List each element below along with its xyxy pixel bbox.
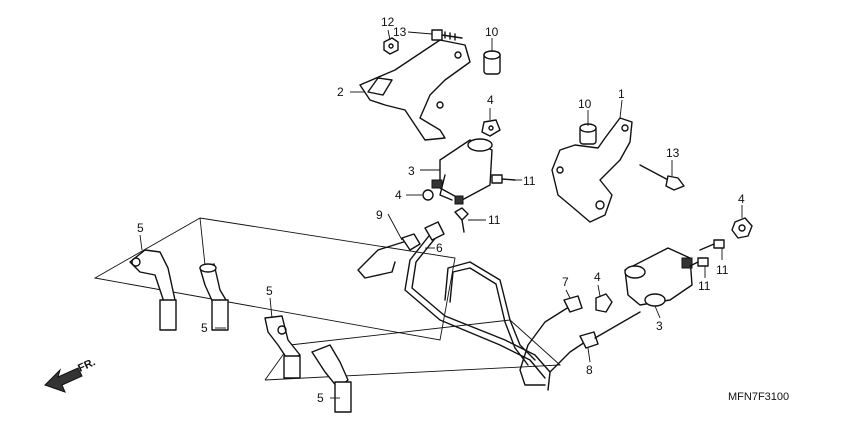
clip-4-mid — [422, 189, 434, 201]
cord-loop — [444, 261, 536, 366]
callout-labels: 12 13 10 2 4 3 4 9 11 11 1 10 13 4 11 11… — [137, 15, 745, 405]
callout-4-upper: 4 — [487, 93, 494, 107]
callout-3-lower: 3 — [656, 319, 663, 333]
upper-bracket — [359, 39, 471, 141]
front-direction-label: FR. — [76, 356, 97, 374]
plug-cap-a — [129, 249, 177, 331]
screw-11-d — [689, 257, 709, 267]
bolt-13-upper — [431, 29, 463, 41]
clip-4-upper — [481, 119, 501, 137]
callout-5-d: 5 — [317, 391, 324, 405]
screw-11-b — [454, 207, 469, 233]
callout-13-upper: 13 — [393, 25, 407, 39]
callout-10-upper: 10 — [485, 25, 499, 39]
callout-5-b: 5 — [201, 321, 208, 335]
callout-leaders — [139, 29, 743, 399]
callout-1: 1 — [618, 87, 625, 101]
right-bracket — [551, 117, 633, 223]
cord-9 — [357, 233, 421, 279]
bolt-13-right — [639, 164, 685, 191]
cord-8 — [547, 311, 641, 391]
callout-10-right: 10 — [578, 97, 592, 111]
callout-12: 12 — [381, 15, 395, 29]
clip-4-right — [731, 217, 753, 239]
ignition-coil-upper — [431, 138, 493, 205]
callout-6: 6 — [436, 241, 443, 255]
collar-10-right — [579, 123, 597, 145]
callout-7: 7 — [562, 275, 569, 289]
cord-6 — [404, 221, 551, 379]
callout-3-upper: 3 — [408, 164, 415, 178]
screw-11-c — [699, 239, 725, 251]
screw-11-a — [491, 174, 516, 184]
nut-12 — [383, 37, 399, 55]
callout-5-c: 5 — [266, 284, 273, 298]
callout-5-a: 5 — [137, 221, 144, 235]
plug-cap-c — [264, 315, 301, 379]
callout-11-d: 11 — [698, 279, 711, 293]
callout-4-lower: 4 — [594, 270, 601, 284]
collar-10-upper — [483, 50, 501, 75]
callout-2: 2 — [337, 85, 344, 99]
callout-9: 9 — [376, 208, 383, 222]
plug-cap-b — [199, 263, 229, 331]
callout-11-c: 11 — [716, 263, 729, 277]
plug-cap-d — [311, 344, 352, 413]
callout-11-b: 11 — [488, 213, 501, 227]
callout-4-mid: 4 — [395, 188, 402, 202]
cord-7 — [519, 295, 583, 386]
callout-4-right: 4 — [738, 192, 745, 206]
callout-8: 8 — [586, 363, 593, 377]
callout-11-a: 11 — [523, 174, 536, 188]
diagram-code: MFN7F3100 — [728, 391, 789, 403]
ignition-coil-lower — [624, 247, 693, 307]
clip-4-lower — [595, 293, 613, 313]
callout-13-right: 13 — [666, 146, 680, 160]
front-direction-arrow: FR. — [44, 356, 97, 393]
